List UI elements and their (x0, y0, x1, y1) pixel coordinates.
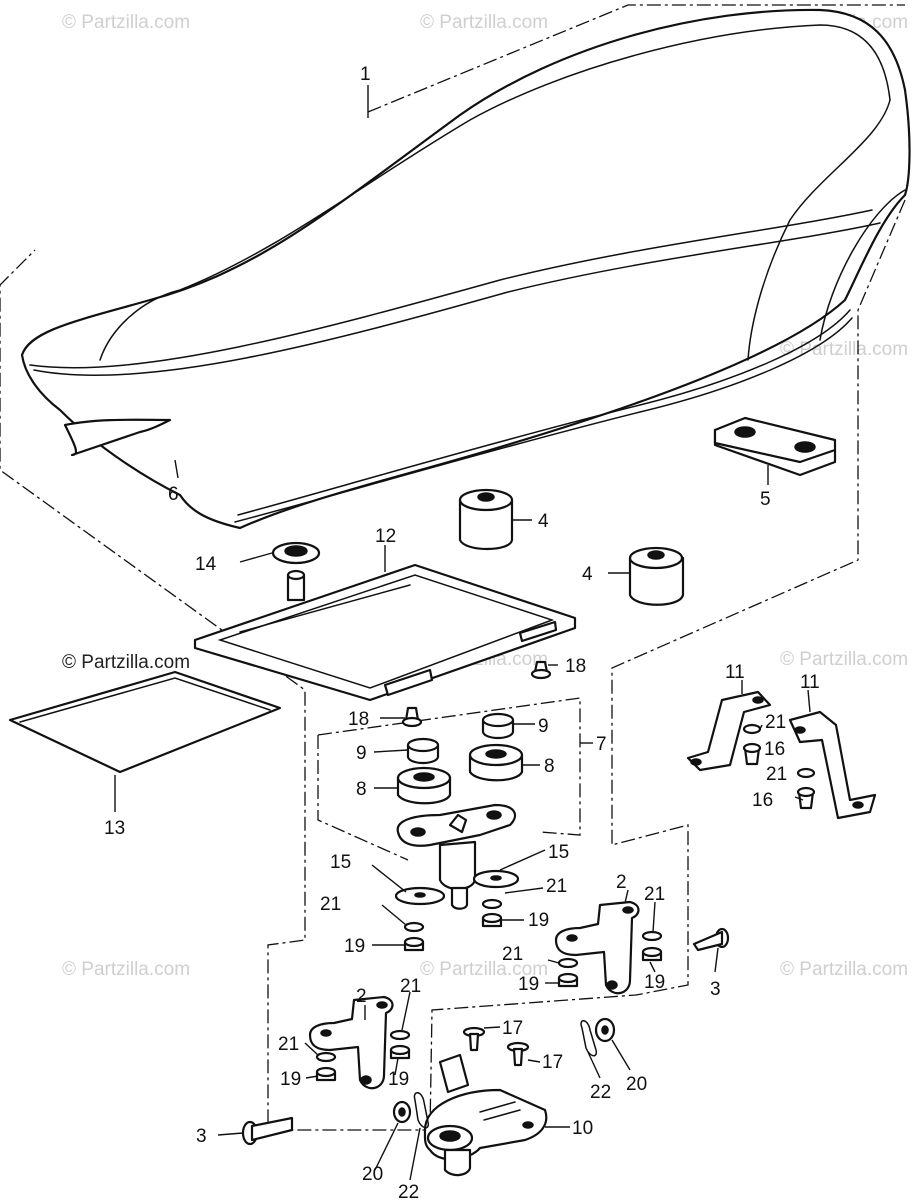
watermark: © Partzilla.com (780, 339, 908, 360)
callout-22: 22 (590, 1082, 611, 1103)
sheet-13 (8, 670, 282, 774)
callout-12: 12 (375, 526, 396, 547)
callout-19: 19 (280, 1069, 301, 1090)
cushion-4-upper (458, 488, 514, 550)
callout-19: 19 (388, 1069, 409, 1090)
assembly-boundary (0, 4, 906, 1131)
callout-22: 22 (398, 1182, 419, 1200)
watermark: © Partzilla.com (62, 652, 190, 673)
fastener-group-box (317, 697, 581, 861)
clip-22-right (580, 1020, 598, 1057)
callout-21: 21 (766, 764, 787, 785)
callout-11: 11 (725, 662, 745, 683)
callout-5: 5 (760, 489, 771, 510)
callout-16: 16 (764, 739, 785, 760)
seat (20, 8, 911, 530)
fasteners-bracket-11 (742, 723, 816, 810)
callout-4: 4 (538, 511, 549, 532)
watermark: © Partzilla.com (62, 959, 190, 980)
pad-5 (713, 416, 837, 477)
watermark: © Partzilla.com (420, 959, 548, 980)
hinge-bracket-2-right (554, 900, 663, 995)
callout-21: 21 (320, 894, 341, 915)
watermark: © Partzilla.com (780, 959, 908, 980)
damper-assembly-7 (394, 706, 524, 952)
callout-21: 21 (765, 712, 786, 733)
callout-9: 9 (538, 716, 549, 737)
callout-13: 13 (104, 818, 125, 839)
callout-18: 18 (565, 656, 586, 677)
tray-12 (193, 563, 577, 702)
callout-2: 2 (616, 872, 627, 893)
callout-21: 21 (502, 944, 523, 965)
callout-1: 1 (360, 64, 371, 85)
callout-9: 9 (356, 743, 367, 764)
callout-21: 21 (278, 1034, 299, 1055)
watermark: © Partzilla.com (62, 12, 190, 33)
callout-4: 4 (582, 564, 593, 585)
callout-7: 7 (596, 734, 607, 755)
callout-2: 2 (356, 986, 367, 1007)
screw-17-a (462, 1026, 486, 1052)
callout-16: 16 (752, 790, 773, 811)
screw-18-tray (530, 660, 552, 680)
callout-3: 3 (196, 1126, 207, 1147)
callout-8: 8 (544, 756, 555, 777)
callout-17: 17 (502, 1018, 523, 1039)
washer-20-right (594, 1017, 616, 1043)
cushion-4-lower (628, 546, 685, 606)
clip-22-left (413, 1092, 430, 1129)
callout-20: 20 (362, 1164, 383, 1185)
bracket-11-left (686, 690, 772, 772)
bracket-11-right (788, 710, 877, 820)
callout-18: 18 (348, 709, 369, 730)
washer-20-left (392, 1100, 412, 1124)
screw-17-b (506, 1041, 530, 1067)
seat-lock-10 (423, 1053, 548, 1177)
callout-21: 21 (546, 876, 567, 897)
callouts: 1 6 4 4 5 14 12 18 13 18 9 7 9 8 8 15 15… (104, 64, 820, 1200)
callout-19: 19 (344, 936, 365, 957)
callout-19: 19 (528, 910, 549, 931)
callout-15: 15 (548, 842, 569, 863)
leader-lines (114, 85, 811, 1181)
callout-20: 20 (626, 1074, 647, 1095)
watermark: © Partzilla.com (780, 649, 908, 670)
pin-3-left (241, 1116, 294, 1146)
watermark: © Partzilla.com (420, 12, 548, 33)
callout-21: 21 (400, 976, 421, 997)
callout-11: 11 (800, 672, 820, 693)
callout-19: 19 (518, 974, 539, 995)
callout-17: 17 (542, 1052, 563, 1073)
callout-15: 15 (330, 852, 351, 873)
grommet-14 (271, 541, 321, 602)
callout-8: 8 (356, 779, 367, 800)
callout-6: 6 (168, 484, 179, 505)
callout-19: 19 (644, 972, 665, 993)
callout-3: 3 (710, 979, 721, 1000)
callout-14: 14 (195, 554, 217, 575)
pin-3-right (692, 927, 730, 952)
callout-10: 10 (572, 1118, 593, 1139)
hinge-bracket-2-left (308, 995, 411, 1090)
callout-21: 21 (644, 884, 665, 905)
